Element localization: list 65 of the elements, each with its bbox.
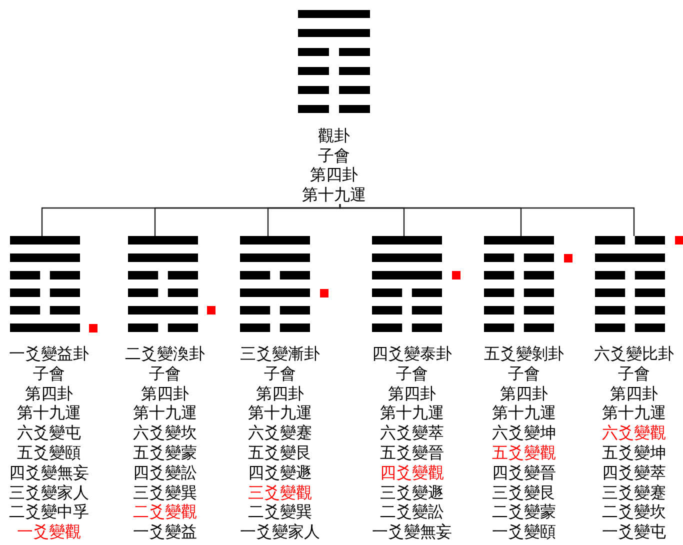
text-line: 三爻變蹇 [602, 484, 666, 502]
text-line: 第十九運 [602, 404, 666, 422]
text-line: 第四卦 [610, 384, 658, 403]
text-line: 四爻變萃 [602, 464, 666, 482]
text-line: 二爻變蒙 [492, 503, 556, 522]
text-line: 第十九運 [492, 404, 556, 422]
text-line: 四爻變無妄 [9, 464, 89, 482]
text-line: 子會 [618, 364, 650, 383]
text-line: 子會 [149, 364, 181, 383]
text-line: 一爻變屯 [602, 523, 666, 542]
hexagram-title: 五爻變剝卦 [484, 345, 564, 363]
text-line: 四爻變晉 [492, 464, 556, 482]
text-line: 第十九運 [380, 404, 444, 422]
text-line: 四爻變訟 [133, 464, 197, 482]
text-line: 第十九運 [302, 186, 366, 204]
text-line: 第十九運 [17, 404, 81, 422]
text-line: 第四卦 [25, 384, 73, 403]
text-line: 子會 [396, 364, 428, 383]
text-line: 第四卦 [256, 384, 304, 403]
text-line: 六爻變坤 [492, 424, 556, 442]
text-line: 五爻變頤 [17, 444, 81, 462]
text-line: 一爻變頤 [492, 523, 556, 542]
text-line: 第十九運 [248, 404, 312, 422]
text-line: 二爻變坎 [602, 503, 666, 522]
text-line: 三爻變艮 [492, 484, 556, 502]
text-line: 第四卦 [141, 384, 189, 403]
hexagram-title: 六爻變比卦 [594, 345, 674, 363]
text-line: 三爻變遯 [380, 484, 444, 502]
hexagram-title: 二爻變渙卦 [125, 345, 205, 363]
highlighted-line: 五爻變觀 [492, 444, 556, 462]
text-line: 一爻變家人 [240, 523, 320, 542]
text-line: 二爻變訟 [380, 503, 444, 522]
hexagram-title: 一爻變益卦 [9, 345, 89, 363]
text-line: 六爻變蹇 [248, 424, 312, 442]
text-line: 五爻變坤 [602, 444, 666, 462]
text-line: 子會 [264, 364, 296, 383]
text-line: 五爻變艮 [248, 444, 312, 462]
text-line: 五爻變蒙 [133, 444, 197, 462]
text-line: 第四卦 [388, 384, 436, 403]
text-line: 五爻變晉 [380, 444, 444, 462]
text-line: 六爻變萃 [380, 424, 444, 442]
highlighted-line: 二爻變觀 [133, 503, 197, 522]
connector-line [339, 204, 635, 236]
highlighted-line: 六爻變觀 [602, 424, 666, 442]
text-line: 三爻變家人 [9, 484, 89, 502]
text-line: 四爻變遯 [248, 464, 312, 482]
text-line: 一爻變無妄 [372, 523, 452, 542]
hexagram-title: 觀卦 [318, 127, 350, 145]
text-line: 二爻變中孚 [9, 503, 89, 522]
text-line: 第四卦 [500, 384, 548, 403]
text-line: 子會 [33, 364, 65, 383]
text-line: 三爻變巽 [133, 484, 197, 502]
text-line: 六爻變坎 [133, 424, 197, 442]
text-line: 第四卦 [310, 166, 358, 184]
text-line: 子會 [318, 146, 350, 165]
highlighted-line: 一爻變觀 [17, 523, 81, 542]
highlighted-line: 四爻變觀 [380, 464, 444, 482]
hexagram-title: 三爻變漸卦 [240, 345, 320, 363]
text-line: 一爻變益 [133, 523, 197, 542]
text-line: 子會 [508, 364, 540, 383]
highlighted-line: 三爻變觀 [248, 484, 312, 502]
text-line: 第十九運 [133, 404, 197, 422]
text-line: 六爻變屯 [17, 424, 81, 442]
hexagram-title: 四爻變泰卦 [372, 345, 452, 363]
text-line: 二爻變巽 [248, 503, 312, 522]
